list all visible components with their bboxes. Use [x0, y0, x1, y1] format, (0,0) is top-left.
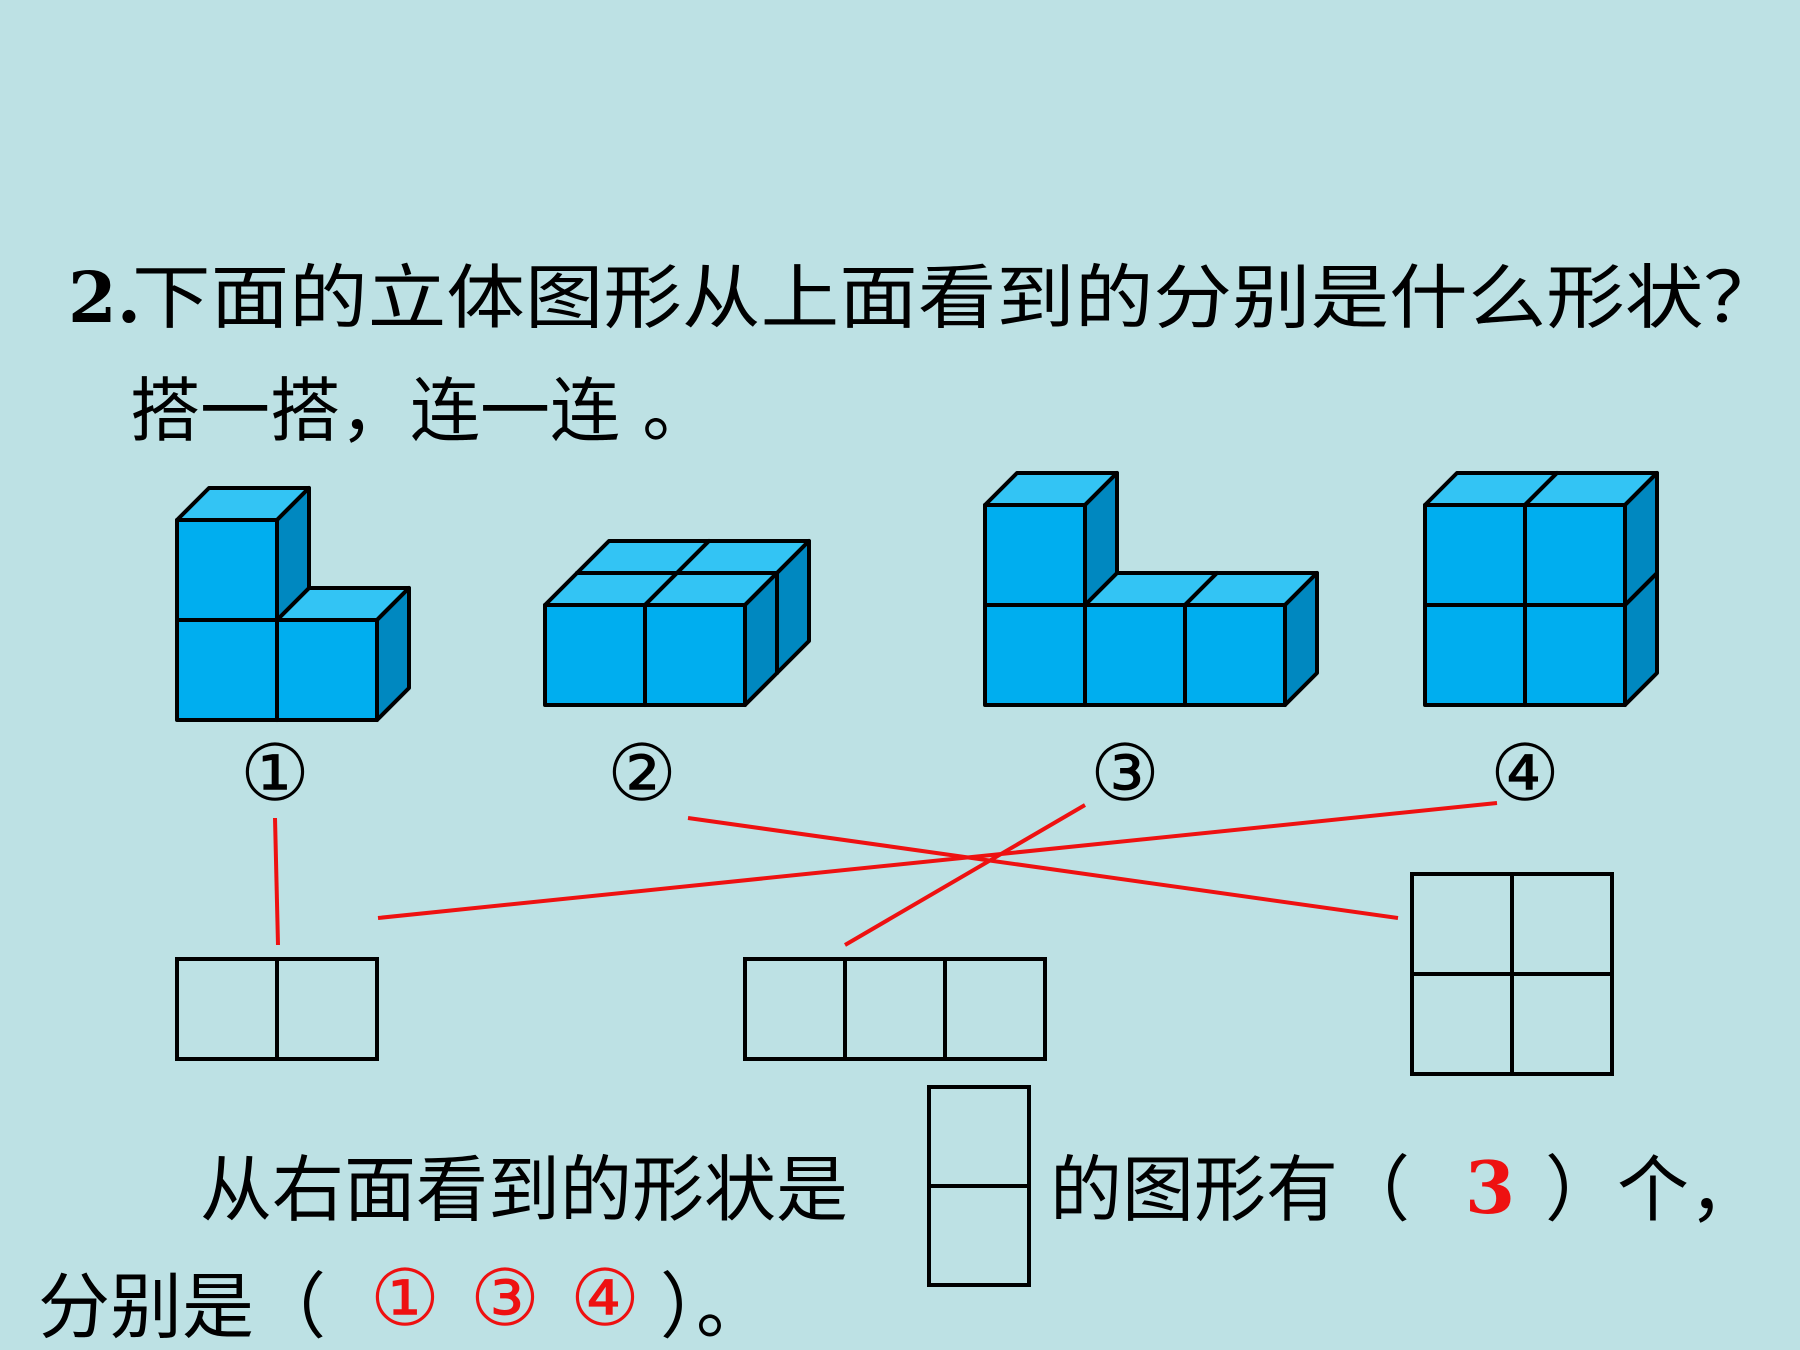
answer-3: ④ [570, 1254, 640, 1344]
connection-lines [273, 801, 1498, 947]
view-four-squares [1410, 872, 1614, 1076]
figure-label-3: ③ [1090, 729, 1160, 819]
figure-label-2: ② [607, 729, 677, 819]
figure-3-cube-1-front [1083, 603, 1187, 707]
question-number: 2. [68, 256, 141, 339]
bottom-line-2-suffix: ）。 [660, 1265, 768, 1349]
figure-label-1: ① [240, 729, 310, 819]
figure-2-cube-2-front [543, 603, 647, 707]
connection-line-1 [273, 817, 280, 946]
connection-line-2 [687, 816, 1399, 920]
figure-4-cube-3-front [1523, 503, 1627, 607]
bottom-text-part-2: 的图形有（ [1050, 1148, 1410, 1232]
figure-4-cube-0-front [1423, 603, 1527, 707]
answer-2: ③ [470, 1254, 540, 1344]
figures-group [175, 471, 1659, 722]
figure-1-cube-1-front [275, 618, 379, 722]
answer-count: 3 [1465, 1145, 1515, 1230]
figure-4-cube-2-front [1423, 503, 1527, 607]
top-view-options [175, 872, 1614, 1076]
right-view-shape [927, 1085, 1031, 1287]
bottom-line-2-prefix: 分别是（ [38, 1265, 326, 1349]
figure-label-4: ④ [1490, 729, 1560, 819]
figure-1-cube-2-front [175, 518, 279, 622]
answer-1: ① [370, 1254, 440, 1344]
connection-line-4 [377, 801, 1498, 920]
connection-line-3 [843, 803, 1087, 947]
figure-3-cube-0-front [983, 603, 1087, 707]
bottom-text-part-3: ）个， [1545, 1148, 1761, 1232]
view-two-squares [175, 957, 379, 1061]
figure-2-cube-3-front [643, 603, 747, 707]
figure-1-cube-0-front [175, 618, 279, 722]
figure-3-cube-2-front [1183, 603, 1287, 707]
bottom-text-part-1: 从右面看到的形状是 [200, 1148, 848, 1232]
question-line-2: 搭一搭，连一连 。 [130, 370, 712, 452]
question-line-1: 下面的立体图形从上面看到的分别是什么形状？ [132, 257, 1782, 339]
figure-4-cube-1-front [1523, 603, 1627, 707]
figure-3-cube-3-front [983, 503, 1087, 607]
view-three-squares [743, 957, 1047, 1061]
